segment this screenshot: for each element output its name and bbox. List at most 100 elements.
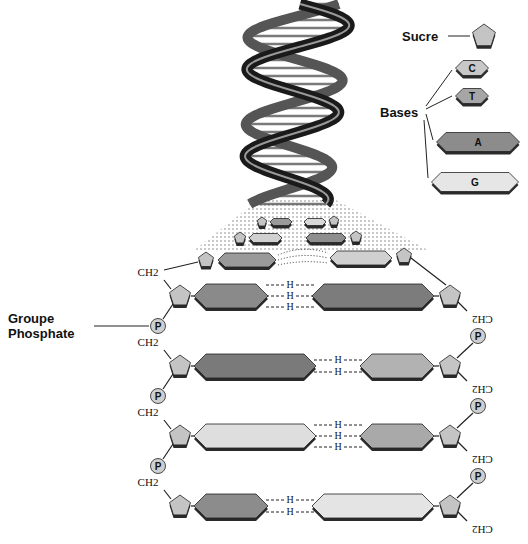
node-label: P xyxy=(475,471,482,482)
bond-line xyxy=(191,505,194,506)
bond-line xyxy=(164,280,171,289)
hydrogen-bond-label: H xyxy=(333,442,342,452)
bond-line xyxy=(163,304,173,319)
base-shape xyxy=(437,133,520,152)
base-shape xyxy=(249,234,282,243)
ch2-label: CH2 xyxy=(138,266,159,278)
bond-line xyxy=(434,435,439,436)
double-helix xyxy=(245,4,349,204)
bond-line xyxy=(163,374,173,389)
base-shape xyxy=(194,354,316,378)
bond-line xyxy=(278,262,328,265)
base-shape xyxy=(312,494,434,518)
key-art xyxy=(94,24,495,326)
sugar-pentagon xyxy=(350,231,361,242)
bond-line xyxy=(434,295,439,296)
base-key: A xyxy=(436,132,520,152)
node-label: G xyxy=(471,177,479,188)
phosphate-shape xyxy=(151,389,166,404)
hydrogen-bond-label: H xyxy=(333,420,342,430)
perspective-rows xyxy=(198,216,411,270)
phosphate-shape xyxy=(471,399,486,414)
node-label: P xyxy=(155,321,162,332)
sugar-pentagon xyxy=(396,248,411,263)
phosphate-shape xyxy=(471,329,486,344)
bond-line xyxy=(457,413,473,428)
bond-line xyxy=(191,365,194,366)
base-shape xyxy=(456,61,489,76)
base-shape xyxy=(360,424,434,448)
sugar-pentagon xyxy=(234,232,245,243)
ch2-label: CH2 xyxy=(472,454,493,466)
bond-line xyxy=(426,114,433,140)
bond-line xyxy=(424,120,428,178)
bases-label: Bases xyxy=(380,105,418,120)
hydrogen-bond-label: H xyxy=(285,507,294,517)
bond-line xyxy=(164,420,171,429)
base-shape xyxy=(330,251,392,265)
hydrogen-bond-label: H xyxy=(333,431,342,441)
hydrogen-bond-label: H xyxy=(333,355,342,365)
bond-line xyxy=(411,258,446,285)
base-shape xyxy=(194,424,316,448)
node-label: P xyxy=(475,331,482,342)
sugar-pentagon xyxy=(170,425,191,445)
ch2-label: CH2 xyxy=(138,336,159,348)
bond-line xyxy=(278,249,328,255)
helix-strand xyxy=(245,4,349,204)
bond-line xyxy=(448,36,470,37)
phosphate-circle: P xyxy=(470,468,486,484)
bond-line xyxy=(278,255,328,260)
bond-line xyxy=(164,490,171,499)
sugar-pentagon xyxy=(473,24,496,46)
node-label: P xyxy=(155,391,162,402)
bond-line xyxy=(191,435,194,436)
node-label: P xyxy=(475,401,482,412)
sugar-pentagon xyxy=(198,252,213,267)
phosphate-label: Groupe Phosphate xyxy=(8,311,92,341)
bond-line xyxy=(458,512,467,521)
ch2-label: CH2 xyxy=(472,524,493,536)
phosphate-shape xyxy=(151,459,166,474)
phosphate-shape xyxy=(471,469,486,484)
bond-line xyxy=(94,326,149,327)
base-key: T xyxy=(455,88,489,104)
bond-line xyxy=(458,442,467,451)
ch2-label: CH2 xyxy=(138,476,159,488)
sugar-pentagon xyxy=(329,216,339,225)
hydrogen-bond-label: H xyxy=(285,495,294,505)
bond-line xyxy=(458,302,467,311)
node-label: C xyxy=(468,63,475,74)
ch2-label: CH2 xyxy=(138,406,159,418)
sugar-pentagon xyxy=(440,285,461,305)
phosphate-circle: P xyxy=(150,318,166,334)
base-shape xyxy=(194,494,268,518)
base-key: G xyxy=(431,172,519,192)
base-shape xyxy=(218,253,276,267)
phosphate-circle: P xyxy=(470,328,486,344)
base-key: C xyxy=(455,60,489,76)
zoom-cone xyxy=(192,200,428,252)
phosphate-circle: P xyxy=(470,398,486,414)
hydrogen-bond-label: H xyxy=(285,291,294,301)
base-shape xyxy=(306,234,346,243)
sugar-pentagon xyxy=(170,285,191,305)
bond-line xyxy=(458,372,467,381)
bond-line xyxy=(434,365,439,366)
bond-line xyxy=(163,444,173,459)
node-label: P xyxy=(155,461,162,472)
base-pair-ladder xyxy=(163,258,473,521)
bond-line xyxy=(457,343,473,358)
bond-line xyxy=(164,262,198,270)
sugar-pentagon xyxy=(257,217,267,226)
ch2-label: CH2 xyxy=(472,314,493,326)
bond-line xyxy=(426,70,452,106)
node-label: T xyxy=(469,91,475,102)
node-label: A xyxy=(474,137,481,148)
bond-line xyxy=(457,483,473,498)
hydrogen-bond-label: H xyxy=(285,280,294,290)
base-shape xyxy=(304,219,326,226)
bond-line xyxy=(164,350,171,359)
base-shape xyxy=(432,173,519,192)
